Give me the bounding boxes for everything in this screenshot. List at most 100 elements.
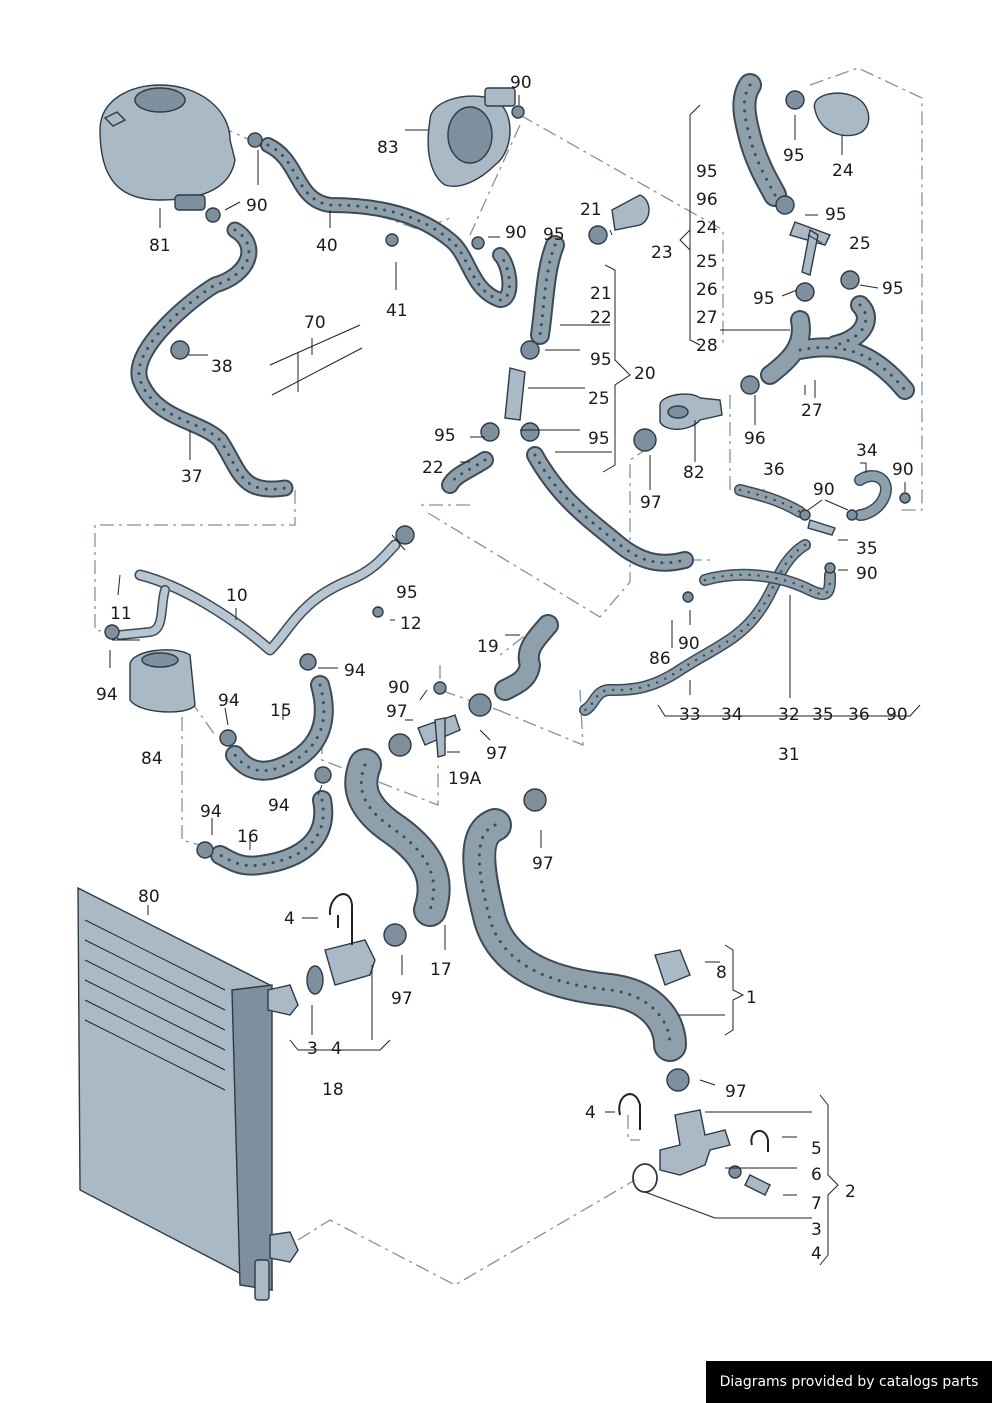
callout-40: 40 [316,236,338,256]
callout-94: 94 [268,796,290,816]
clamps [104,90,911,1092]
callout-31: 31 [778,745,800,765]
components [77,84,911,1301]
callout-4: 4 [284,909,295,929]
callout-95: 95 [543,225,565,245]
callout-25: 25 [588,389,610,409]
callout-95: 95 [783,146,805,166]
callout-90: 90 [510,73,532,93]
callout-19A: 19A [448,769,482,789]
callout-33: 33 [679,705,701,725]
callout-10: 10 [226,586,248,606]
callout-94: 94 [218,691,240,711]
catalog-credit-banner: Diagrams provided by catalogs parts [706,1361,992,1403]
callout-7: 7 [811,1194,822,1214]
callout-35: 35 [812,705,834,725]
callout-95: 95 [396,583,418,603]
callout-97: 97 [532,854,554,874]
callout-1: 1 [746,988,757,1008]
callout-96: 96 [696,190,718,210]
callout-6: 6 [811,1165,822,1185]
callout-23: 23 [651,243,673,263]
callout-95: 95 [434,426,456,446]
callout-3: 3 [811,1220,822,1240]
callout-18: 18 [322,1080,344,1100]
thermostat-housing [632,1109,771,1196]
callout-35: 35 [856,539,878,559]
callout-95: 95 [825,205,847,225]
callout-90: 90 [388,678,410,698]
callout-22: 22 [422,458,444,478]
callout-41: 41 [386,301,408,321]
callout-32: 32 [778,705,800,725]
callout-16: 16 [237,827,259,847]
callout-17: 17 [430,960,452,980]
callout-95: 95 [696,162,718,182]
callout-4: 4 [331,1039,342,1059]
callout-25: 25 [849,234,871,254]
callout-86: 86 [649,649,671,669]
callout-38: 38 [211,357,233,377]
callout-97: 97 [486,744,508,764]
radiator [77,886,299,1301]
callout-90: 90 [856,564,878,584]
flange-82 [659,393,723,430]
callout-11: 11 [110,604,132,624]
callout-26: 26 [696,280,718,300]
callout-97: 97 [386,702,408,722]
callout-94: 94 [344,661,366,681]
callout-36: 36 [848,705,870,725]
callout-84: 84 [141,749,163,769]
reservoir-84 [129,649,196,713]
callout-80: 80 [138,887,160,907]
callout-94: 94 [200,802,222,822]
callout-24: 24 [696,218,718,238]
callout-8: 8 [716,963,727,983]
callout-94: 94 [96,685,118,705]
callout-34: 34 [856,441,878,461]
callout-21: 21 [590,284,612,304]
callout-4: 4 [811,1244,822,1264]
expansion-tank [99,84,236,211]
callout-90: 90 [678,634,700,654]
callout-90: 90 [886,705,908,725]
callout-90: 90 [813,480,835,500]
callout-82: 82 [683,463,705,483]
callout-34: 34 [721,705,743,725]
callout-95: 95 [753,289,775,309]
callout-81: 81 [149,236,171,256]
callout-22: 22 [590,308,612,328]
callout-12: 12 [400,614,422,634]
connection-lines [94,67,923,1286]
callout-27: 27 [801,401,823,421]
callout-97: 97 [640,493,662,513]
callout-28: 28 [696,336,718,356]
callout-83: 83 [377,138,399,158]
callout-25: 25 [696,252,718,272]
throttle-body [427,87,516,187]
callout-96: 96 [744,429,766,449]
callout-95: 95 [588,429,610,449]
callout-95: 95 [882,279,904,299]
callout-24: 24 [832,161,854,181]
callout-19: 19 [477,637,499,657]
callout-2: 2 [845,1182,856,1202]
callout-90: 90 [892,460,914,480]
hoses [115,73,915,1062]
callout-90: 90 [505,223,527,243]
callout-3: 3 [307,1039,318,1059]
callout-4: 4 [585,1103,596,1123]
callout-90: 90 [246,196,268,216]
callout-5: 5 [811,1139,822,1159]
callout-97: 97 [725,1082,747,1102]
leader-lines [109,95,921,1266]
callout-15: 15 [270,701,292,721]
callout-97: 97 [391,989,413,1009]
callout-37: 37 [181,467,203,487]
callout-27: 27 [696,308,718,328]
callout-95: 95 [590,350,612,370]
callout-20: 20 [634,364,656,384]
callout-70: 70 [304,313,326,333]
callout-21: 21 [580,200,602,220]
